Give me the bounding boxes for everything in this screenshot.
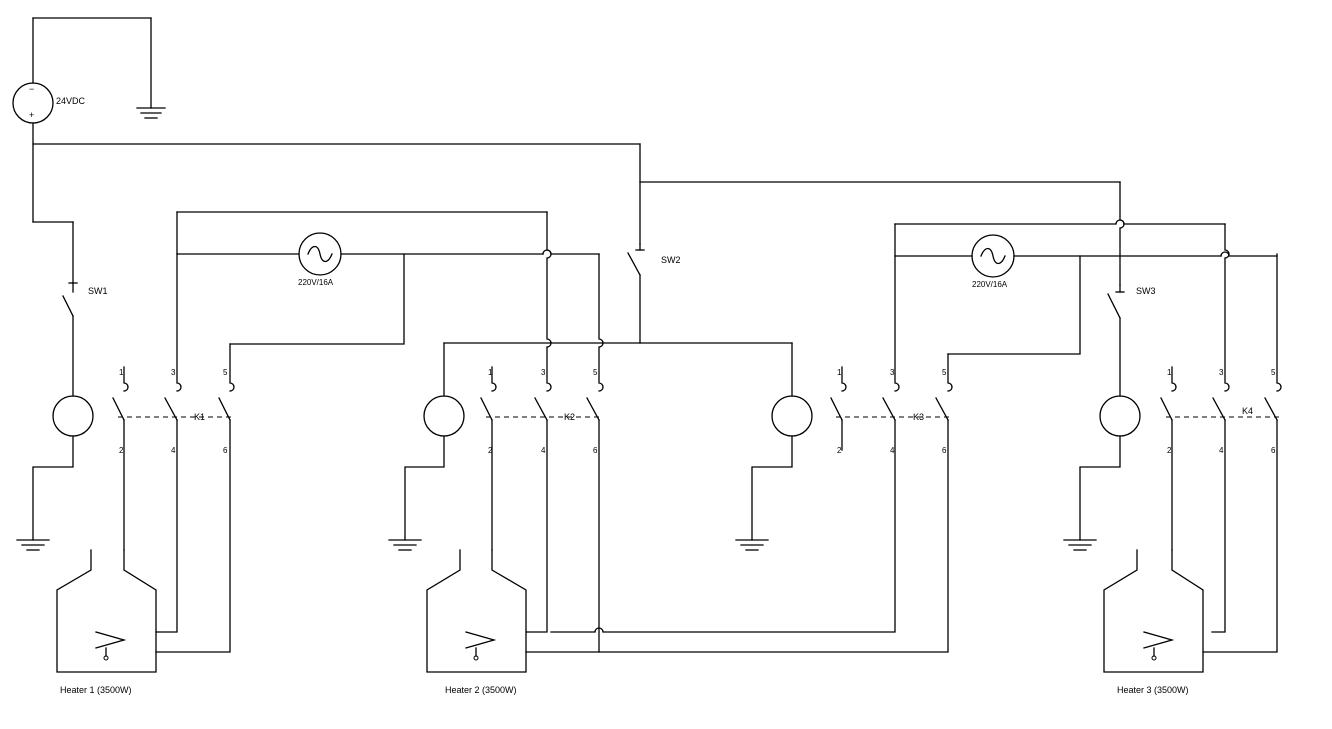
contactor-k1: 1 3 5 2 4 6 K1 xyxy=(112,211,235,653)
ground-symbol xyxy=(388,539,422,551)
ground-symbol xyxy=(735,539,769,551)
heater-1: Heater 1 (3500W) xyxy=(56,549,157,695)
pin-2: 2 xyxy=(119,446,124,455)
switch-sw3: SW3 xyxy=(1107,284,1156,397)
contactor-k4: 1 3 5 2 4 6 K4 xyxy=(1160,223,1282,653)
pin-2: 2 xyxy=(488,446,493,455)
ac-source-1-label: 220V/16A xyxy=(298,278,334,287)
switch-sw2: SW2 xyxy=(627,243,681,344)
pin-2: 2 xyxy=(837,446,842,455)
switch-sw1-label: SW1 xyxy=(88,286,108,296)
pin-5: 5 xyxy=(942,368,947,377)
heater-2: Heater 2 (3500W) xyxy=(426,549,527,695)
dc-source-label: 24VDC xyxy=(56,96,86,106)
pin-4: 4 xyxy=(171,446,176,455)
heater-3: Heater 3 (3500W) xyxy=(1103,549,1204,695)
pin-3: 3 xyxy=(541,368,546,377)
pin-6: 6 xyxy=(1271,446,1276,455)
dc-bus-wires xyxy=(32,143,1125,286)
contactor-k3: 1 3 5 2 4 6 K3 xyxy=(550,223,953,653)
pin-2: 2 xyxy=(1167,446,1172,455)
dc-plus-sign: + xyxy=(29,110,34,120)
pin-3: 3 xyxy=(1219,368,1224,377)
contactor-k3-label: K3 xyxy=(913,412,924,422)
heater-2-label: Heater 2 (3500W) xyxy=(445,685,517,695)
pin-4: 4 xyxy=(890,446,895,455)
ground-symbol xyxy=(16,539,50,551)
pin-1: 1 xyxy=(488,368,493,377)
pin-6: 6 xyxy=(223,446,228,455)
pin-3: 3 xyxy=(890,368,895,377)
pin-1: 1 xyxy=(837,368,842,377)
coil-k1 xyxy=(32,395,94,541)
pin-3: 3 xyxy=(171,368,176,377)
switch-sw2-label: SW2 xyxy=(661,255,681,265)
pin-5: 5 xyxy=(593,368,598,377)
pin-4: 4 xyxy=(541,446,546,455)
pin-4: 4 xyxy=(1219,446,1224,455)
pin-6: 6 xyxy=(942,446,947,455)
switch-sw1: SW1 xyxy=(62,282,108,397)
ac-source-1: 220V/16A xyxy=(176,211,600,345)
contactor-k4-label: K4 xyxy=(1242,406,1253,416)
pin-6: 6 xyxy=(593,446,598,455)
pin-1: 1 xyxy=(1167,368,1172,377)
ac-source-2: 220V/16A xyxy=(894,219,1278,355)
dc-source-24vdc: − + 24VDC xyxy=(12,17,152,223)
heater-3-label: Heater 3 (3500W) xyxy=(1117,685,1189,695)
contactor-k1-label: K1 xyxy=(194,412,205,422)
ac-source-2-label: 220V/16A xyxy=(972,280,1008,289)
dc-minus-sign: − xyxy=(29,84,34,94)
heater-1-label: Heater 1 (3500W) xyxy=(60,685,132,695)
coil-k4 xyxy=(1079,395,1141,541)
switch-sw3-label: SW3 xyxy=(1136,286,1156,296)
contactor-k2-label: K2 xyxy=(564,412,575,422)
ground-symbol-top xyxy=(136,107,166,119)
pin-5: 5 xyxy=(1271,368,1276,377)
contactor-k2: 1 3 5 2 4 6 K2 xyxy=(480,211,604,653)
ground-symbol xyxy=(1063,539,1097,551)
coil-k2 xyxy=(404,395,465,541)
pin-1: 1 xyxy=(119,368,124,377)
pin-5: 5 xyxy=(223,368,228,377)
coil-k3 xyxy=(751,395,813,541)
